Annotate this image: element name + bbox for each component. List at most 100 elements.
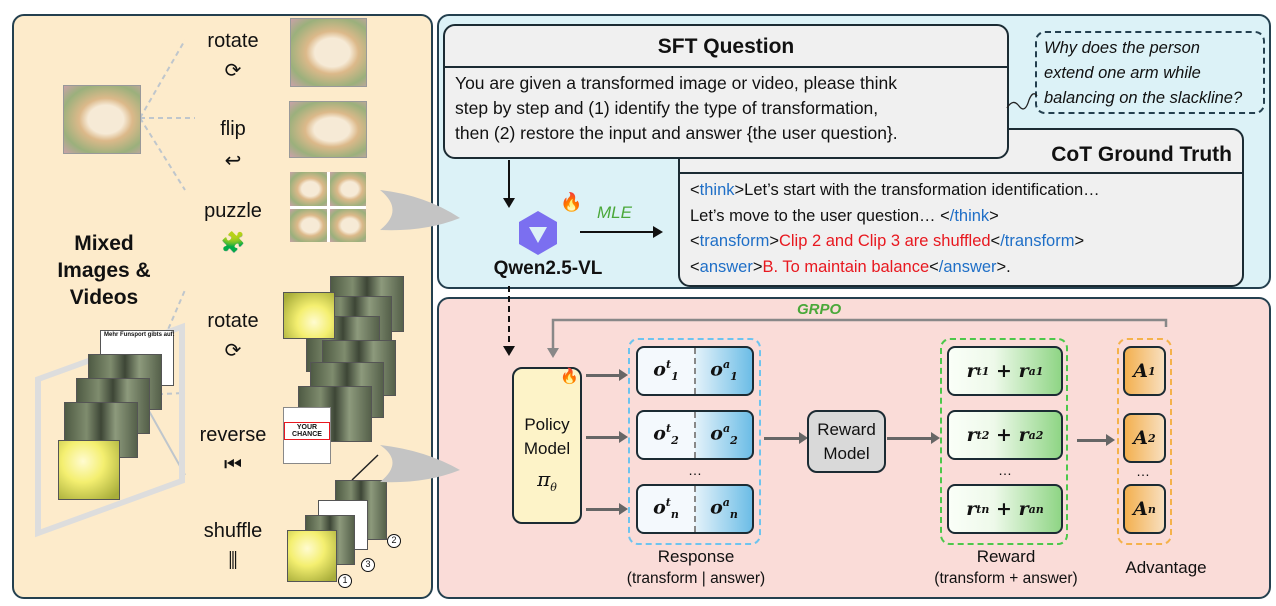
text-fragment: n <box>1147 502 1156 516</box>
arrow <box>887 432 940 444</box>
text-fragment: /answer <box>938 257 997 276</box>
text-fragment: a <box>1028 428 1036 442</box>
arrow-rotate <box>139 39 186 119</box>
text-fragment: 1 <box>671 370 679 384</box>
response-group <box>628 338 761 545</box>
sft-line: step by step and (1) identify the type o… <box>455 98 879 118</box>
reward-group <box>940 338 1068 545</box>
sft-question-box: SFT Question You are given a transformed… <box>443 24 1009 159</box>
reward-model-line: Reward <box>817 420 876 439</box>
arrow <box>586 369 628 381</box>
text-fragment: oan <box>696 496 752 521</box>
text-fragment: 2 <box>1035 428 1044 442</box>
flipped-dog-image <box>289 101 367 158</box>
label-puzzle: puzzle <box>204 200 262 222</box>
policy-symbol: πθ <box>514 467 580 500</box>
arrow <box>1077 434 1115 446</box>
arrow-puzzle <box>139 117 186 191</box>
text-fragment: < <box>929 257 939 276</box>
text-fragment: r <box>1018 498 1029 520</box>
text-fragment: 1 <box>730 370 738 384</box>
user-question-bubble: Why does the person extend one arm while… <box>1035 31 1265 114</box>
text-fragment: n <box>729 508 738 522</box>
text-fragment: o <box>710 496 723 519</box>
ellipsis: … <box>998 462 1012 478</box>
text-fragment: answer <box>699 257 753 276</box>
text-fragment: t <box>976 502 982 516</box>
sft-line: then (2) restore the input and answer {t… <box>455 123 898 143</box>
advantage-group <box>1117 338 1172 545</box>
ellipsis: … <box>688 462 702 478</box>
text-fragment: o <box>653 496 666 519</box>
advantage-label: Advantage <box>1125 558 1207 577</box>
text-fragment: > <box>989 206 999 225</box>
title-line: Videos <box>69 286 139 309</box>
text-fragment <box>694 486 696 532</box>
text-fragment: > <box>752 257 763 276</box>
title-line: Mixed <box>74 232 134 255</box>
arrow <box>586 431 628 443</box>
text-fragment: r <box>1018 424 1029 446</box>
puzzle-piece <box>329 172 366 206</box>
text-fragment: θ <box>550 481 557 494</box>
flip-icon: ↩ <box>224 148 242 172</box>
video-frame-slackline <box>287 530 337 582</box>
text-fragment: t <box>665 422 672 436</box>
text-fragment: + <box>996 424 1012 446</box>
reverse-icon: ⏮ <box>224 452 242 476</box>
fire-icon: 🔥 <box>560 192 583 212</box>
reward-label: Reward <box>976 547 1036 566</box>
policy-model: Policy Model πθ <box>512 367 582 524</box>
text-fragment: Let’s move to the user question… <box>690 206 941 225</box>
text-fragment <box>694 348 696 394</box>
text-fragment: A <box>1133 427 1149 449</box>
puzzle-dog-image <box>290 172 366 242</box>
cot-line: <think>Let’s start with the transformati… <box>690 178 1232 204</box>
cot-line: Let’s move to the user question… </think… <box>690 204 1232 230</box>
text-fragment: < <box>690 232 700 250</box>
text-fragment: + <box>996 498 1012 520</box>
grpo-label: GRPO <box>797 301 842 318</box>
text-fragment: 2 <box>981 428 990 442</box>
text-fragment: otn <box>638 496 694 521</box>
text-fragment: think <box>699 181 735 199</box>
model-name: Qwen2.5-VL <box>493 258 603 279</box>
text-fragment: transform <box>699 232 770 250</box>
model-connectors <box>503 160 663 356</box>
sign-text: YOUR CHANCE <box>284 422 330 440</box>
sft-line: You are given a transformed image or vid… <box>455 73 897 93</box>
ellipsis: … <box>1136 463 1150 479</box>
puzzle-icon: 🧩 <box>220 230 246 254</box>
text-fragment: 2 <box>730 434 738 448</box>
frame-caption: Mehr Funsport gibts auf: <box>104 332 175 338</box>
question-line: balancing on the slackline? <box>1044 89 1243 107</box>
fire-icon: 🔥 <box>560 368 579 385</box>
big-arrow-icon <box>380 190 460 231</box>
text-fragment: t <box>665 496 671 510</box>
policy-line: Policy <box>524 415 570 434</box>
marker-1: 1 <box>338 574 352 588</box>
text-fragment: >. <box>996 257 1011 276</box>
text-fragment: a <box>1028 502 1036 516</box>
question-line: Why does the person <box>1044 39 1200 57</box>
rotate-icon: ⟳ <box>224 58 242 82</box>
text-fragment: n <box>670 508 679 522</box>
text-fragment: Clip 2 and Clip 3 are shuffled <box>778 232 991 250</box>
text-fragment: A <box>1133 360 1149 382</box>
text-fragment: t <box>976 364 982 378</box>
arrow <box>586 503 628 515</box>
arrow <box>764 432 808 444</box>
text-fragment: > <box>1074 232 1085 250</box>
cot-line: <answer>B. To maintain balance</answer>. <box>690 255 1232 281</box>
text-fragment: /think <box>949 206 990 225</box>
text-fragment: a <box>1028 364 1036 378</box>
rotated-dog-image <box>290 18 367 87</box>
label-shuffle: shuffle <box>203 520 263 542</box>
your-chance-frame: YOUR CHANCE <box>283 407 331 464</box>
shuffle-icon: ⫼ <box>228 548 238 572</box>
text-fragment: a <box>722 422 731 436</box>
